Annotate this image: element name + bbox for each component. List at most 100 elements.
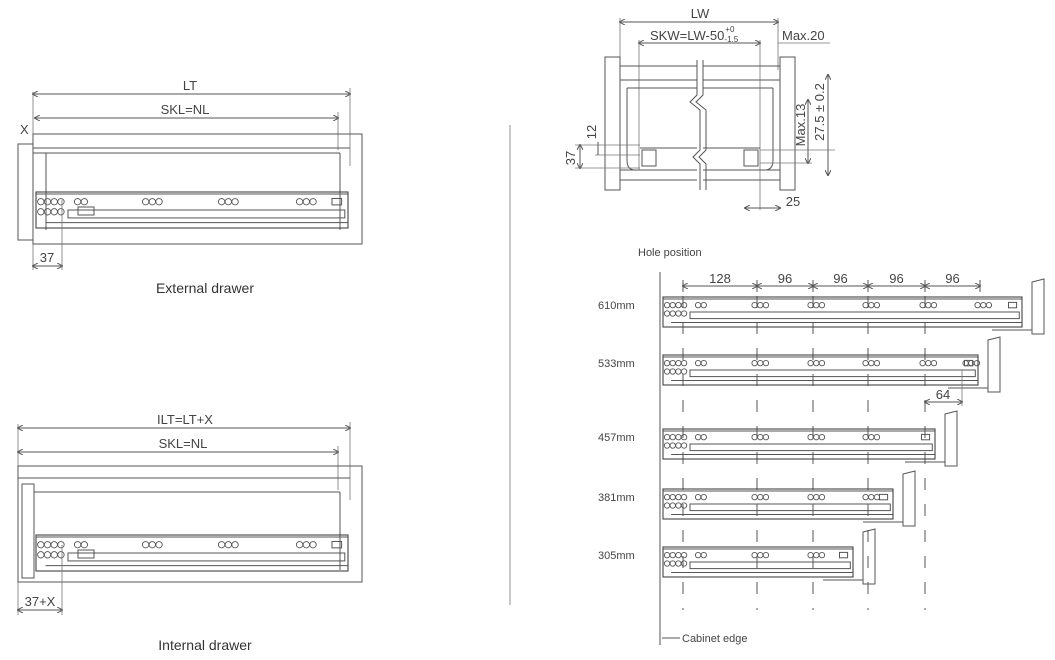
mounting-hole bbox=[757, 359, 764, 367]
mounting-hole bbox=[43, 541, 52, 549]
hole-spacing-label: 96 bbox=[833, 271, 847, 286]
slide-outer-rail bbox=[662, 296, 1023, 328]
drawer-slide bbox=[662, 488, 894, 520]
mounting-hole bbox=[680, 442, 688, 449]
height-275-label: 27.5 ± 0.2 bbox=[812, 83, 827, 141]
mounting-hole bbox=[973, 359, 981, 367]
skl-label: SKL=NL bbox=[161, 102, 210, 117]
mounting-hole bbox=[80, 198, 88, 206]
slide-inner-rail bbox=[689, 443, 933, 452]
slide-clip bbox=[921, 433, 931, 441]
mounting-hole bbox=[962, 359, 969, 367]
mounting-hole bbox=[968, 359, 975, 367]
mounting-hole bbox=[57, 541, 65, 549]
mounting-hole bbox=[700, 551, 707, 559]
mounting-hole bbox=[680, 502, 688, 509]
drawer-slide bbox=[35, 191, 349, 229]
slide-clip bbox=[331, 540, 343, 549]
mounting-hole bbox=[148, 198, 156, 206]
mounting-hole bbox=[757, 301, 764, 309]
mounting-hole bbox=[930, 301, 938, 309]
mounting-hole bbox=[873, 301, 881, 309]
mounting-hole bbox=[700, 433, 707, 441]
mounting-hole bbox=[295, 198, 304, 206]
cabinet-edge-label: Cabinet edge bbox=[682, 633, 747, 645]
mounting-hole bbox=[295, 541, 304, 549]
dim-12-label: 12 bbox=[584, 125, 599, 139]
slide-outer-rail bbox=[662, 546, 854, 578]
mounting-hole bbox=[217, 541, 226, 549]
cabinet-box bbox=[17, 465, 363, 583]
mounting-hole bbox=[818, 359, 826, 367]
mounting-hole bbox=[919, 359, 926, 367]
mounting-hole bbox=[302, 198, 310, 206]
mounting-hole bbox=[141, 198, 150, 206]
mounting-hole bbox=[868, 359, 875, 367]
slide-outer-rail bbox=[662, 354, 979, 386]
mounting-hole bbox=[43, 208, 52, 216]
mounting-hole bbox=[680, 493, 688, 501]
mounting-hole bbox=[680, 368, 688, 375]
slide-clip bbox=[964, 359, 974, 367]
mounting-hole bbox=[680, 359, 688, 367]
mounting-hole bbox=[73, 541, 82, 549]
lw-label: LW bbox=[691, 6, 710, 21]
mounting-hole bbox=[807, 551, 814, 559]
slide-inner-rail bbox=[67, 209, 346, 219]
cabinet-side-right bbox=[779, 56, 796, 191]
slide-inner-rail bbox=[689, 561, 851, 570]
mounting-hole bbox=[680, 551, 688, 559]
drawer-front-panel bbox=[987, 336, 1001, 393]
mounting-hole bbox=[155, 198, 163, 206]
drawer-slide bbox=[662, 428, 936, 460]
lt-label: LT bbox=[183, 78, 197, 93]
slide-clip bbox=[839, 551, 849, 559]
mounting-hole bbox=[694, 551, 702, 559]
mounting-hole bbox=[663, 368, 671, 375]
mounting-hole bbox=[813, 301, 820, 309]
mounting-hole bbox=[663, 560, 671, 567]
mounting-hole bbox=[813, 433, 820, 441]
mounting-hole bbox=[694, 493, 702, 501]
mounting-hole bbox=[309, 198, 317, 206]
mounting-hole bbox=[43, 551, 52, 559]
offset-37-label: 37 bbox=[40, 250, 54, 265]
dim-37-label: 37 bbox=[563, 151, 578, 165]
mounting-hole bbox=[663, 359, 671, 367]
mounting-hole bbox=[663, 310, 671, 317]
mounting-hole bbox=[868, 433, 875, 441]
mounting-hole bbox=[37, 551, 45, 559]
mounting-hole bbox=[669, 442, 676, 449]
slide-clip bbox=[331, 197, 343, 206]
mounting-hole bbox=[862, 301, 869, 309]
mounting-hole bbox=[669, 433, 676, 441]
mounting-hole bbox=[807, 359, 814, 367]
mounting-hole bbox=[813, 551, 820, 559]
mounting-hole bbox=[925, 359, 932, 367]
mounting-hole bbox=[80, 541, 88, 549]
mounting-hole bbox=[669, 359, 676, 367]
mounting-hole bbox=[974, 301, 981, 309]
mounting-hole bbox=[309, 541, 317, 549]
mounting-hole bbox=[680, 310, 688, 317]
x-label: X bbox=[20, 122, 29, 137]
mounting-hole bbox=[925, 301, 932, 309]
mounting-hole bbox=[757, 493, 764, 501]
mounting-hole bbox=[675, 310, 682, 317]
mounting-hole bbox=[231, 198, 239, 206]
mounting-hole bbox=[669, 551, 676, 559]
hole-spacing-label: 96 bbox=[889, 271, 903, 286]
mounting-hole bbox=[231, 541, 239, 549]
hole-spacing-label: 96 bbox=[778, 271, 792, 286]
mounting-hole bbox=[675, 301, 682, 309]
external-drawer-caption: External drawer bbox=[156, 280, 254, 296]
mounting-hole bbox=[813, 359, 820, 367]
mounting-hole bbox=[663, 502, 671, 509]
mounting-hole bbox=[50, 198, 58, 206]
slide-profile-left bbox=[641, 149, 657, 167]
mounting-hole bbox=[751, 433, 758, 441]
slide-inner-rail bbox=[689, 503, 891, 512]
spacing-64-label: 64 bbox=[936, 387, 950, 402]
